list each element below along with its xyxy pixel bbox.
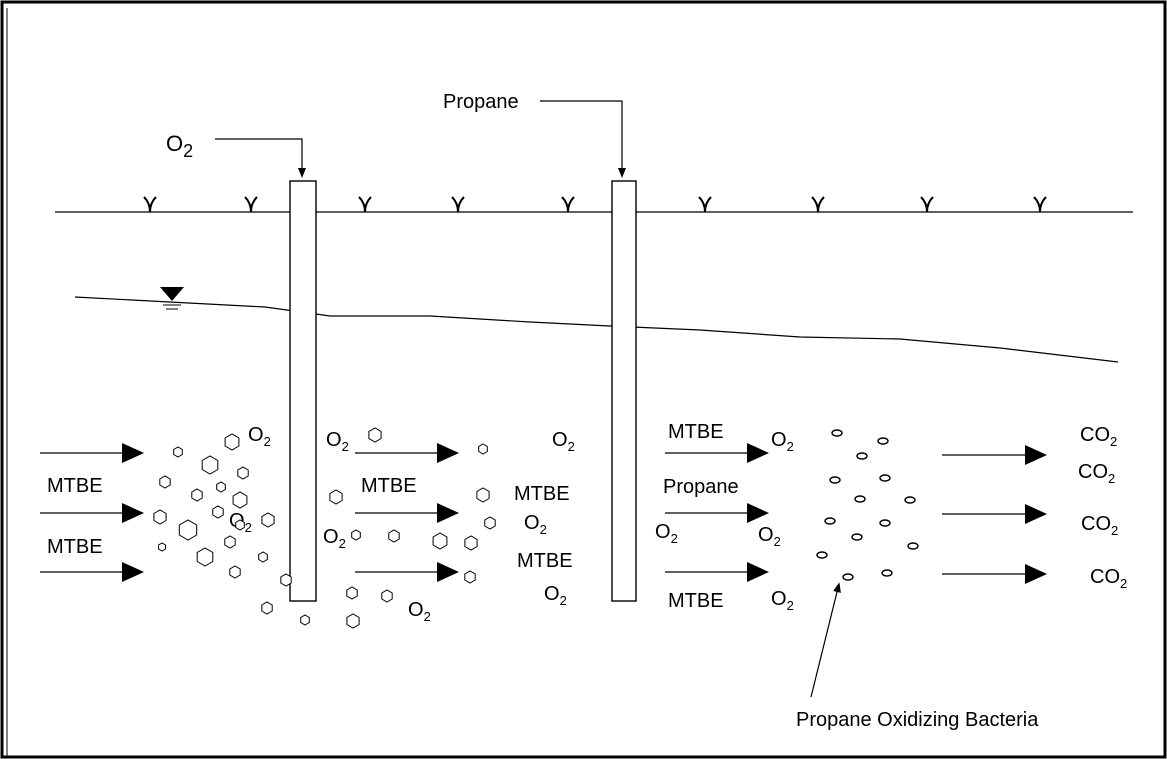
oxygen-bubble [224,535,236,549]
water-table-line [74,296,1119,363]
water-table-symbol [160,287,184,310]
bacteria-group [816,429,919,581]
oxygen-bubble [261,512,275,528]
plant-icon [920,196,934,213]
oxygen-bubble [346,586,358,600]
oxygen-injection-label: O2 [166,131,193,161]
o2-label: O2 [655,521,678,546]
mtbe-label: MTBE [47,475,103,497]
plant-icon [143,196,157,213]
co2-label: CO2 [1078,461,1115,486]
bacteria-cell [877,437,889,445]
oxygen-bubble [300,614,310,626]
o2-label: O2 [248,424,271,449]
oxygen-bubble [464,535,478,551]
o2-label: O2 [758,524,781,549]
flow-arrows [40,443,1047,584]
oxygen-bubble [476,487,490,503]
oxygen-bubble [159,475,171,489]
oxygen-bubble [464,570,476,584]
mtbe-label: MTBE [668,421,724,443]
plant-icon [358,196,372,213]
propane-leader-line [540,100,626,178]
o2-label: O2 [771,429,794,454]
oxygen-bubbles-group [153,427,496,629]
oxygen-bubble [173,446,183,458]
mtbe-label: MTBE [514,483,570,505]
o2-label: O2 [326,429,349,454]
plant-icon [1033,196,1047,213]
oxygen-leader-line [215,138,306,178]
bacteria-cell [904,496,916,504]
plant-icon [698,196,712,213]
oxygen-bubble [196,547,214,567]
plant-icon [811,196,825,213]
mtbe-label: MTBE [47,536,103,558]
vegetation-group [143,196,1047,213]
plant-icon [244,196,258,213]
o2-label: O2 [408,599,431,624]
oxygen-bubble [158,542,166,552]
oxygen-bubble [368,427,382,443]
oxygen-bubble [346,613,360,629]
oxygen-bubble [432,532,448,550]
oxygen-bubble [232,491,248,509]
oxygen-bubble [381,589,393,603]
mtbe-label: MTBE [517,550,573,572]
o2-label: O2 [323,526,346,551]
bacteria-cell [907,542,919,550]
bacteria-cell [824,517,836,525]
oxygen-bubble [178,519,198,541]
oxygen-bubble [261,601,273,615]
oxygen-bubble [153,509,167,525]
bacteria-cell [879,519,891,527]
oxygen-bubble [258,551,268,563]
oxygen-bubble [229,565,241,579]
bacteria-callout-line [810,582,841,698]
mtbe-label: MTBE [361,475,417,497]
bacteria-cell [816,551,828,559]
o2-label: O2 [524,512,547,537]
oxygen-bubble [329,489,343,505]
bacteria-cell [881,569,893,577]
bacteria-cell [829,476,841,484]
oxygen-bubble [216,481,226,493]
bacteria-cell [854,495,866,503]
oxygen-bubble [224,433,240,451]
bacteria-cell [856,452,868,460]
oxygen-bubble [237,466,249,480]
co2-label: CO2 [1081,513,1118,538]
oxygen-bubble [478,443,488,455]
oxygen-bubble [280,573,292,587]
co2-label: CO2 [1080,424,1117,449]
propane-injection-label: Propane [443,91,519,113]
oxygen-bubble [388,529,400,543]
oxygen-bubble [201,455,219,475]
oxygen-bubble [484,516,496,530]
propane-injection-well [611,180,637,602]
bacteria-cell [842,573,854,581]
mtbe-label: MTBE [668,590,724,612]
oxygen-bubble [235,519,245,531]
co2-label: CO2 [1090,566,1127,591]
bacteria-callout-label: Propane Oxidizing Bacteria [796,709,1039,731]
oxygen-bubble [351,529,361,541]
o2-label: O2 [552,429,575,454]
bacteria-cell [831,429,843,437]
oxygen-bubble [212,505,224,519]
plant-icon [451,196,465,213]
oxygen-bubble [191,488,203,502]
oxygen-injection-well [289,180,317,602]
o2-label: O2 [544,583,567,608]
bacteria-cell [851,533,863,541]
propane-flow-label: Propane [663,476,739,498]
bacteria-cell [879,474,891,482]
plant-icon [561,196,575,213]
o2-label: O2 [771,588,794,613]
